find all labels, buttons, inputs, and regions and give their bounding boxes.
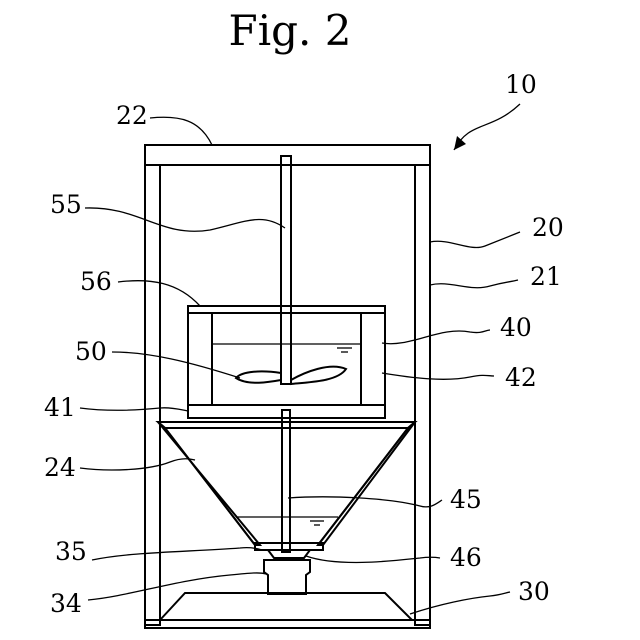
valve-rod: [282, 410, 290, 552]
label-46: 46: [450, 543, 482, 572]
label-24: 24: [44, 453, 76, 482]
funnel: [158, 422, 415, 545]
label-41: 41: [44, 393, 76, 422]
label-40: 40: [500, 313, 532, 342]
right-wall: [415, 165, 430, 625]
bottom-wall: [145, 620, 430, 628]
label-22: 22: [116, 101, 148, 130]
label-50: 50: [75, 337, 107, 366]
left-wall: [145, 165, 160, 625]
label-20: 20: [532, 213, 564, 242]
vessel-left-wall: [188, 313, 212, 405]
label-55: 55: [50, 190, 82, 219]
label-35: 35: [55, 537, 87, 566]
label-21: 21: [530, 262, 562, 291]
label-30: 30: [518, 577, 550, 606]
vessel-right-wall: [361, 313, 385, 405]
label-34: 34: [50, 589, 82, 618]
label-56: 56: [80, 267, 112, 296]
label-42: 42: [505, 363, 537, 392]
label-10: 10: [505, 70, 537, 99]
base-part: [160, 593, 412, 620]
figure-title: Fig. 2: [229, 6, 352, 55]
stirring-shaft: [281, 156, 291, 384]
label-45: 45: [450, 485, 482, 514]
outlet-nozzle: [264, 560, 310, 594]
vessel-lid: [188, 306, 385, 313]
vessel-bottom: [188, 405, 385, 418]
vessel: [188, 306, 385, 418]
